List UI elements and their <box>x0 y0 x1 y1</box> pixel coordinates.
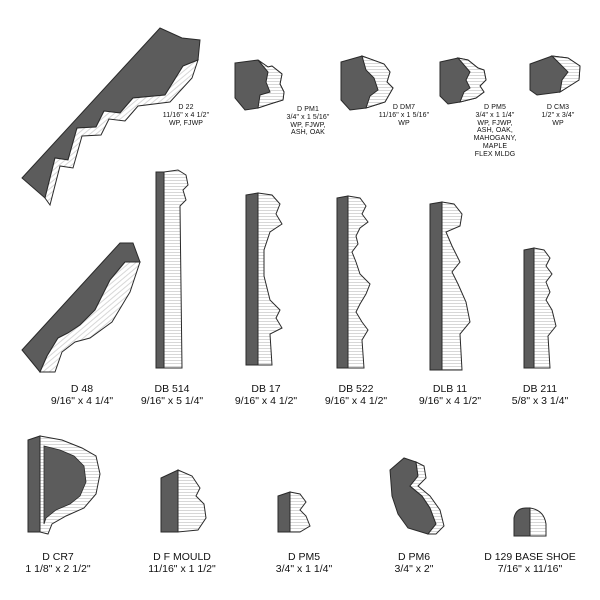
label-line: 3/4" x 1 1/4" <box>475 111 515 119</box>
profile-dpm5-top <box>439 57 487 105</box>
label-ddm7: D DM7 11/16" x 1 5/16" WP <box>379 104 429 127</box>
profile-dlb11 <box>429 201 471 371</box>
profile-dpm1 <box>234 59 285 111</box>
profile-dfmould <box>160 469 207 533</box>
profile-dpm6 <box>389 457 445 535</box>
profile-db211 <box>523 247 557 369</box>
label-line: WP <box>552 119 564 127</box>
profile-dcm3 <box>529 55 581 96</box>
label-line: 9/16" x 4 1/2" <box>418 394 482 407</box>
label-name: DB 211 <box>522 383 558 395</box>
label-dfmould: D F MOULD 11/16" x 1 1/2" <box>148 551 216 576</box>
label-line: WP, FJWP <box>168 119 204 127</box>
label-d129: D 129 BASE SHOE 7/16" x 11/16" <box>484 551 576 576</box>
profile-db17 <box>245 192 283 366</box>
label-d22: D 22 11/16" x 4 1/2" WP, FJWP <box>163 104 209 127</box>
label-name: D PM5 <box>484 104 506 111</box>
profile-d48 <box>21 242 141 373</box>
label-line: WP, FJWP, <box>290 121 326 129</box>
label-name: D 22 <box>178 104 194 111</box>
label-line: 9/16" x 4 1/4" <box>50 394 114 407</box>
label-line: MAHOGANY, <box>473 135 517 143</box>
label-line: 11/16" x 1 1/2" <box>148 562 216 575</box>
label-name: D 48 <box>70 383 94 395</box>
label-name: D CM3 <box>546 104 570 111</box>
label-dcm3: D CM3 1/2" x 3/4" WP <box>542 104 575 127</box>
label-line: MAPLE <box>482 143 508 151</box>
label-line: WP, FJWP, <box>477 119 513 127</box>
profile-dpm5-bottom <box>277 491 311 533</box>
profile-d22 <box>21 27 201 207</box>
profile-ddm7 <box>340 55 394 111</box>
label-dcr7: D CR7 1 1/8" x 2 1/2" <box>25 551 91 576</box>
profile-db514 <box>155 169 189 369</box>
label-dpm5-top: D PM5 3/4" x 1 1/4" WP, FJWP, ASH, OAK, … <box>474 104 517 159</box>
label-dpm6: D PM6 3/4" x 2" <box>394 551 434 576</box>
profile-db522 <box>336 195 371 369</box>
label-name: DLB 11 <box>432 383 468 395</box>
label-name: D DM7 <box>392 104 416 111</box>
label-dlb11: DLB 11 9/16" x 4 1/2" <box>418 383 482 408</box>
label-line: 3/4" x 1 5/16" <box>286 113 330 121</box>
label-name: DB 17 <box>251 383 281 395</box>
label-line: 1 1/8" x 2 1/2" <box>25 562 91 575</box>
label-line: 11/16" x 4 1/2" <box>162 111 210 119</box>
label-db211: DB 211 5/8" x 3 1/4" <box>511 383 569 408</box>
label-name: DB 514 <box>154 383 190 395</box>
label-db514: DB 514 9/16" x 5 1/4" <box>140 383 204 408</box>
label-line: 11/16" x 1 5/16" <box>378 111 430 119</box>
label-name: D 129 BASE SHOE <box>484 551 576 563</box>
label-line: ASH, OAK <box>291 129 325 137</box>
label-line: WP <box>398 119 410 127</box>
profile-d129 <box>513 507 547 537</box>
label-line: 1/2" x 3/4" <box>541 111 575 119</box>
label-db17: DB 17 9/16" x 4 1/2" <box>234 383 298 408</box>
label-line: 7/16" x 11/16" <box>497 562 563 575</box>
label-d48: D 48 9/16" x 4 1/4" <box>50 383 114 408</box>
label-name: D PM6 <box>397 551 431 563</box>
label-line: 9/16" x 4 1/2" <box>234 394 298 407</box>
label-line: FLEX MLDG <box>474 150 516 158</box>
label-line: 9/16" x 4 1/2" <box>324 394 388 407</box>
label-line: ASH, OAK, <box>477 127 513 135</box>
label-name: D CR7 <box>42 551 74 563</box>
label-name: D PM1 <box>297 106 319 113</box>
label-dpm5-bottom: D PM5 3/4" x 1 1/4" <box>275 551 333 576</box>
label-line: 5/8" x 3 1/4" <box>511 394 569 407</box>
label-line: 9/16" x 5 1/4" <box>140 394 204 407</box>
label-line: 3/4" x 2" <box>394 562 434 575</box>
label-dpm1: D PM1 3/4" x 1 5/16" WP, FJWP, ASH, OAK <box>287 106 330 137</box>
label-name: D PM5 <box>287 551 321 563</box>
label-line: 3/4" x 1 1/4" <box>275 562 333 575</box>
profile-dcr7 <box>27 435 101 535</box>
label-name: D F MOULD <box>153 551 211 563</box>
label-db522: DB 522 9/16" x 4 1/2" <box>324 383 388 408</box>
label-name: DB 522 <box>338 383 374 395</box>
